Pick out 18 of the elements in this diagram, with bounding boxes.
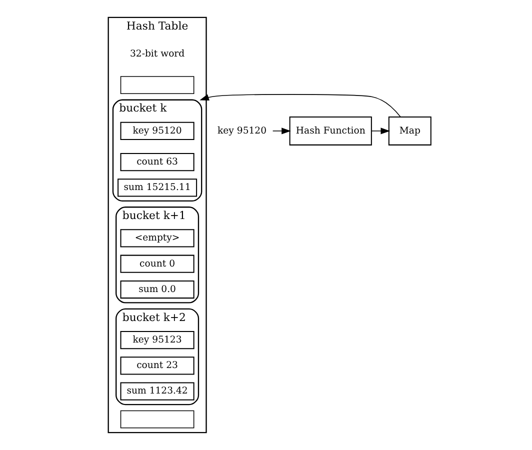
node-box: sum 1123.42 — [120, 382, 194, 400]
node-box: count 23 — [120, 356, 194, 375]
node-box: sum 15215.11 — [117, 178, 197, 197]
node-box: key 95120 — [120, 122, 194, 140]
node-box: sum 0.0 — [120, 280, 194, 299]
node-box: <empty> — [120, 229, 194, 248]
arrow — [272, 128, 290, 134]
node-box: Map — [388, 116, 431, 146]
node-text: key 95120 — [217, 125, 266, 136]
label: 32-bit word — [129, 48, 184, 60]
node-box: key 95123 — [120, 330, 194, 350]
node-box: count 63 — [120, 152, 194, 172]
arrow — [370, 128, 390, 134]
node-box: Hash Function — [288, 116, 372, 146]
node-box — [120, 76, 194, 94]
node-box — [120, 410, 194, 428]
arrow — [199, 94, 400, 118]
node-box: count 0 — [120, 254, 194, 273]
